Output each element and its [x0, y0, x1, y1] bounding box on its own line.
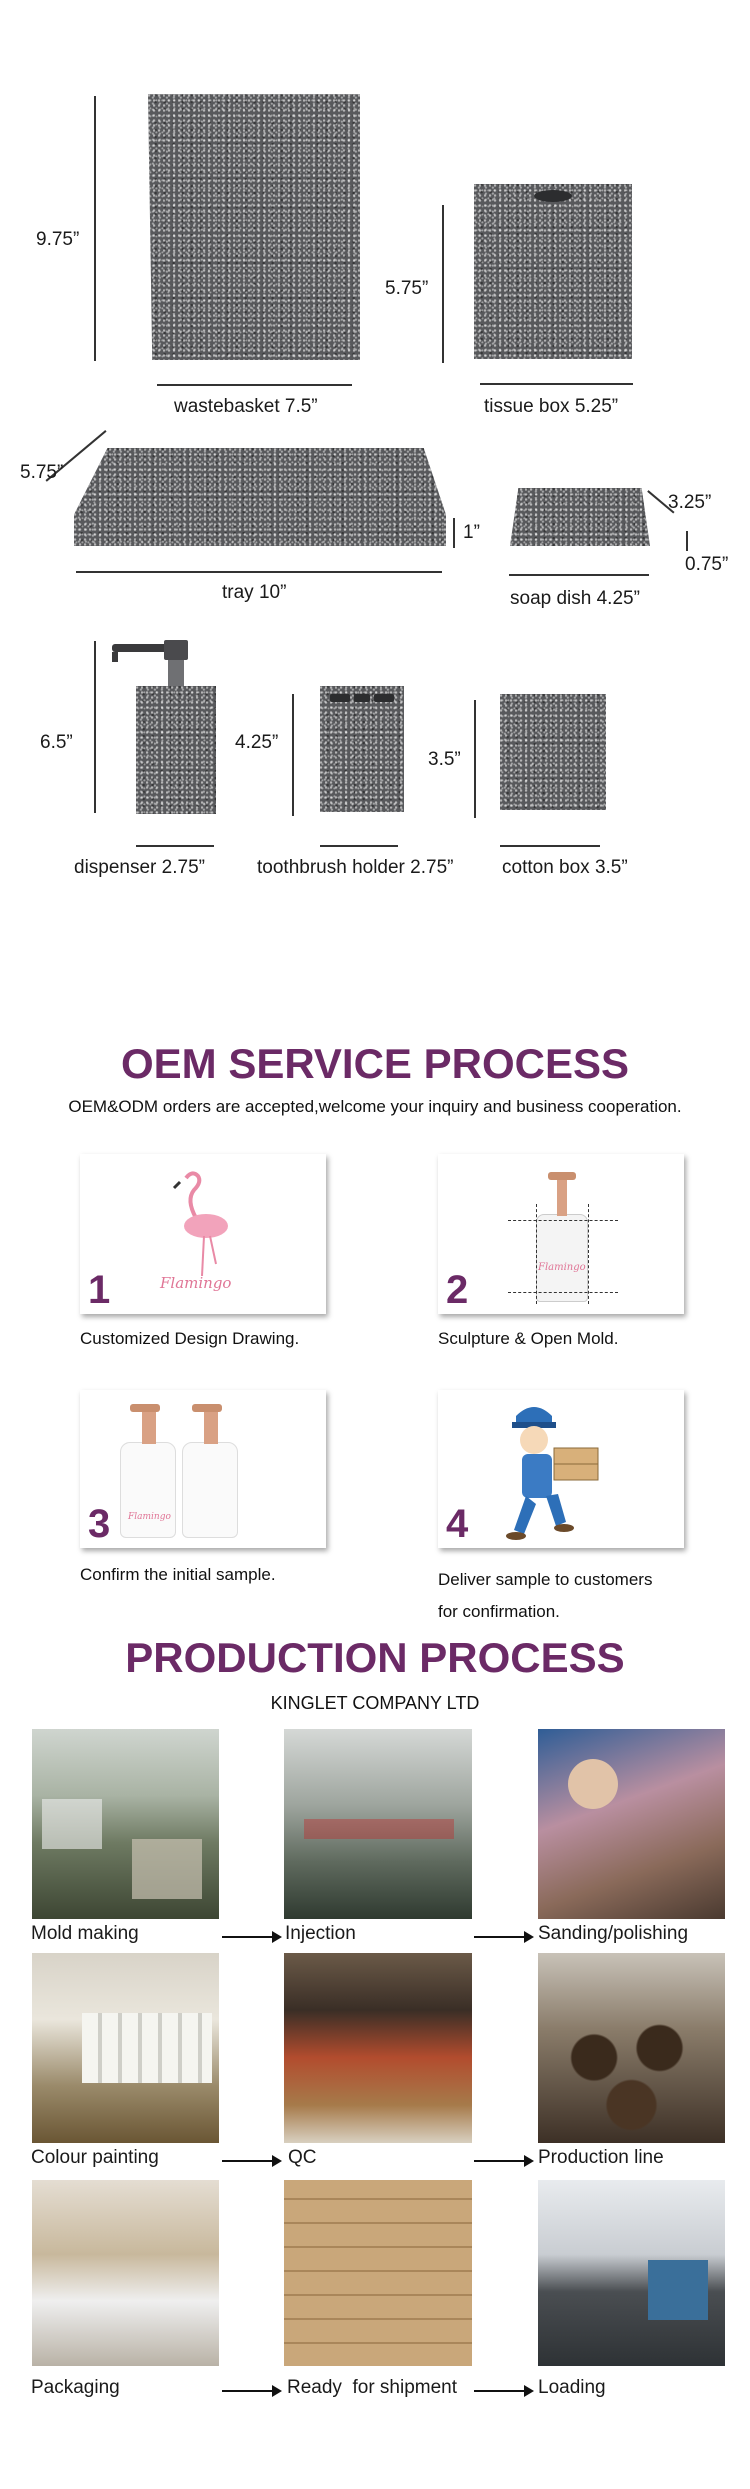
tissue-height-line — [442, 205, 444, 363]
soap-depth-label: 3.25” — [668, 492, 712, 513]
dispenser-height-line — [94, 641, 96, 813]
soap-width-line — [509, 574, 649, 576]
cotton-box-image — [500, 694, 606, 810]
oem-step-number-2: 2 — [446, 1268, 469, 1312]
delivery-worker-icon — [506, 1407, 599, 1540]
photo-production-line — [538, 1953, 725, 2143]
dispenser-width-label: dispenser 2.75” — [74, 857, 205, 878]
rose-gold-pump-icon — [548, 1172, 576, 1216]
cotton-height-line — [474, 700, 476, 818]
production-step-label-6: Production line — [538, 2147, 664, 2168]
dispenser-pump-image — [112, 640, 212, 688]
dispenser-image — [136, 686, 216, 814]
toothbrush-height-line — [292, 694, 294, 816]
photo-loading — [538, 2180, 725, 2366]
arrow-right-icon — [222, 1931, 282, 1943]
mold-bottle-image — [536, 1214, 588, 1302]
photo-ready-for-shipment — [284, 2180, 472, 2366]
oem-step-caption-2: Sculpture & Open Mold. — [438, 1329, 619, 1348]
cotton-width-label: cotton box 3.5” — [502, 857, 628, 878]
production-step-label-9: Loading — [538, 2377, 606, 2398]
arrow-right-icon — [474, 2155, 534, 2167]
flamingo-script-text-2: Flamingo — [538, 1262, 586, 1273]
flamingo-drawing-icon — [172, 1171, 228, 1277]
wastebasket-image — [148, 94, 360, 360]
rose-gold-pump-left-icon — [130, 1404, 166, 1444]
tray-image — [74, 448, 446, 546]
photo-injection — [284, 1729, 472, 1919]
production-step-label-1: Mold making — [31, 1923, 139, 1944]
tissue-opening — [534, 190, 572, 202]
photo-colour-painting — [32, 1953, 219, 2143]
oem-step-number-4: 4 — [446, 1502, 469, 1546]
tray-height-line — [453, 518, 455, 548]
cotton-height-label: 3.5” — [428, 749, 461, 770]
oem-section-title: OEM SERVICE PROCESS — [120, 1040, 630, 1087]
flamingo-script-text-1: Flamingo — [160, 1274, 232, 1292]
production-step-label-8: Ready for shipment — [287, 2377, 458, 2398]
tray-width-line — [76, 571, 442, 573]
company-name: KINGLET COMPANY LTD — [270, 1693, 480, 1713]
arrow-right-icon — [474, 2385, 534, 2397]
oem-step-card-2: Flamingo 2 — [438, 1154, 684, 1314]
soap-height-label: 0.75” — [685, 554, 729, 575]
toothbrush-width-label: toothbrush holder 2.75” — [257, 857, 454, 878]
dispenser-height-label: 6.5” — [40, 732, 73, 753]
oem-step-caption-1: Customized Design Drawing. — [80, 1329, 300, 1348]
production-step-label-3: Sanding/polishing — [538, 1923, 689, 1944]
production-step-label-4: Colour painting — [31, 2147, 159, 2168]
oem-subtitle: OEM&ODM orders are accepted,welcome your… — [68, 1097, 682, 1116]
toothbrush-width-line — [320, 845, 398, 847]
toothbrush-height-label: 4.25” — [235, 732, 279, 753]
wastebasket-height-line — [94, 96, 96, 361]
oem-step-card-1: Flamingo 1 — [80, 1154, 326, 1314]
oem-step-caption-4: Deliver sample to customers for confirma… — [438, 1570, 653, 1622]
oem-step-card-4: 4 — [438, 1390, 684, 1548]
wastebasket-width-line — [157, 384, 352, 386]
toothbrush-holder-image — [320, 686, 404, 812]
tray-width-label: tray 10” — [222, 582, 287, 603]
tissue-width-label: tissue box 5.25” — [484, 396, 619, 417]
production-step-label-5: QC — [288, 2147, 317, 2168]
arrow-right-icon — [222, 2155, 282, 2167]
oem-step-number-3: 3 — [88, 1502, 111, 1546]
tissue-height-label: 5.75” — [385, 278, 429, 299]
tray-height-label: 1” — [463, 522, 480, 543]
cotton-width-line — [500, 845, 600, 847]
dispenser-width-line — [136, 845, 214, 847]
flamingo-script-text-3: Flamingo — [128, 1512, 171, 1522]
production-step-label-2: Injection — [285, 1923, 356, 1944]
wastebasket-height-label: 9.75” — [36, 229, 80, 250]
tray-depth-label: 5.75” — [20, 462, 64, 483]
arrow-right-icon — [222, 2385, 282, 2397]
soap-dish-image — [510, 488, 650, 546]
sample-bottle-right — [182, 1442, 238, 1538]
oem-step-card-3: Flamingo 3 — [80, 1390, 326, 1548]
photo-sanding-polishing — [538, 1729, 725, 1919]
rose-gold-pump-right-icon — [192, 1404, 228, 1444]
photo-mold-making — [32, 1729, 219, 1919]
tissue-box-image — [474, 184, 632, 359]
soap-height-line — [686, 531, 688, 551]
wastebasket-width-label: wastebasket 7.5” — [174, 396, 318, 417]
photo-packaging — [32, 2180, 219, 2366]
oem-step-number-1: 1 — [88, 1268, 111, 1312]
photo-qc — [284, 1953, 472, 2143]
soap-width-label: soap dish 4.25” — [510, 588, 640, 609]
tissue-width-line — [480, 383, 633, 385]
production-step-label-7: Packaging — [31, 2377, 120, 2398]
oem-step-caption-3: Confirm the initial sample. — [80, 1565, 276, 1584]
sample-bottle-left — [120, 1442, 176, 1538]
arrow-right-icon — [474, 1931, 534, 1943]
production-section-title: PRODUCTION PROCESS — [125, 1634, 625, 1681]
